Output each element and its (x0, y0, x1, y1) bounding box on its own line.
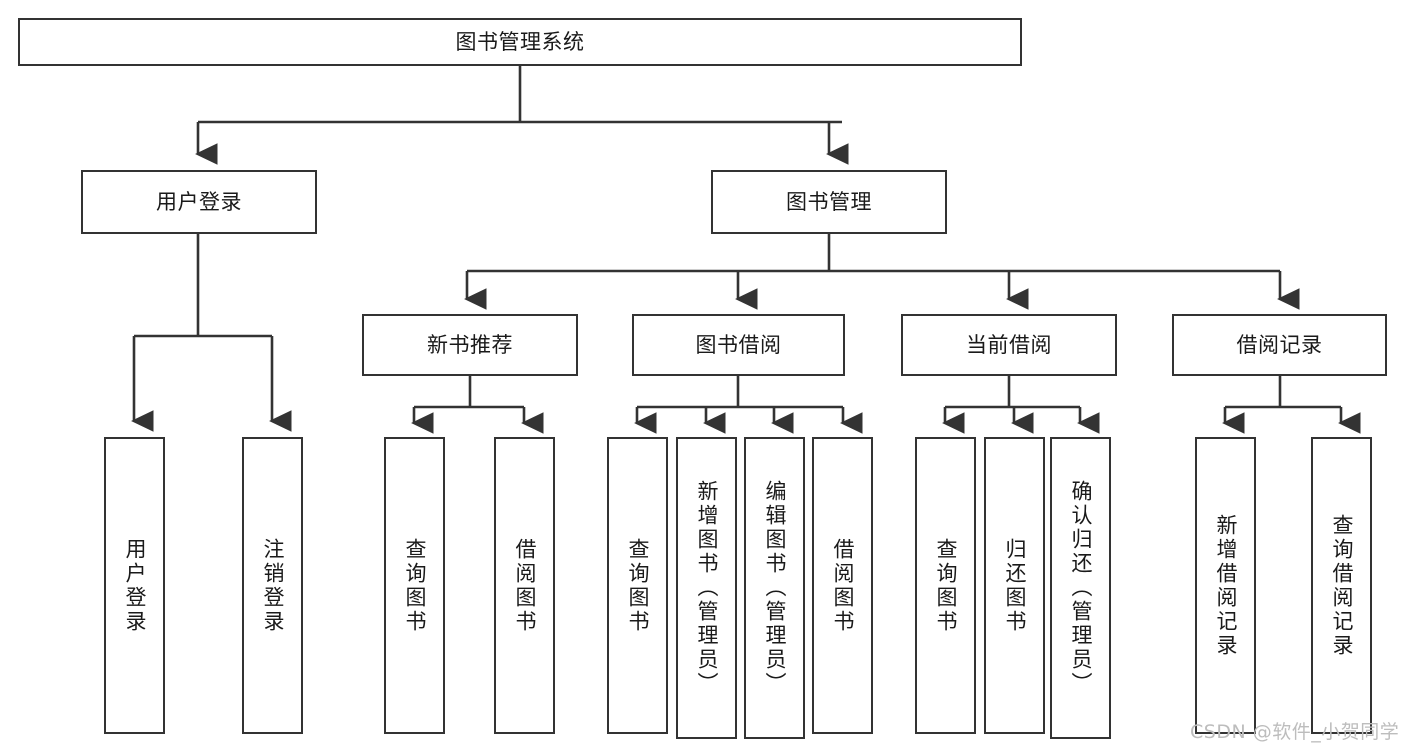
node-leaf-confirm-return-admin[interactable]: 确认归还（管理员） (1050, 437, 1111, 739)
node-user-login-label: 用户登录 (156, 189, 242, 214)
node-leaf-query-book-label: 查询图书 (626, 537, 650, 634)
node-user-login[interactable]: 用户登录 (81, 170, 317, 234)
node-root-system[interactable]: 图书管理系统 (18, 18, 1022, 66)
node-leaf-borrow-book-recommend-label: 借阅图书 (513, 537, 537, 634)
node-leaf-return-book-label: 归还图书 (1003, 537, 1027, 634)
node-leaf-logout[interactable]: 注销登录 (242, 437, 303, 734)
node-current-borrow[interactable]: 当前借阅 (901, 314, 1117, 376)
node-book-borrow-label: 图书借阅 (695, 332, 782, 357)
node-new-book-recommend-label: 新书推荐 (427, 332, 513, 357)
node-new-book-recommend[interactable]: 新书推荐 (362, 314, 578, 376)
node-leaf-add-book-admin[interactable]: 新增图书（管理员） (676, 437, 737, 739)
node-leaf-add-book-admin-label: 新增图书（管理员） (695, 480, 719, 696)
node-leaf-edit-book-admin[interactable]: 编辑图书（管理员） (744, 437, 805, 739)
node-leaf-borrow-book-label: 借阅图书 (831, 537, 855, 634)
node-leaf-user-login[interactable]: 用户登录 (104, 437, 165, 734)
node-leaf-query-book-current[interactable]: 查询图书 (915, 437, 976, 734)
csdn-watermark: CSDN @软件_小贺同学 (1190, 721, 1400, 743)
node-root-system-label: 图书管理系统 (455, 29, 585, 54)
node-leaf-borrow-book-recommend[interactable]: 借阅图书 (494, 437, 555, 734)
node-book-management-label: 图书管理 (786, 189, 872, 214)
node-leaf-query-borrow-record[interactable]: 查询借阅记录 (1311, 437, 1372, 734)
node-leaf-query-book-recommend[interactable]: 查询图书 (384, 437, 445, 734)
node-book-borrow[interactable]: 图书借阅 (632, 314, 845, 376)
node-leaf-query-book-current-label: 查询图书 (934, 537, 958, 634)
node-leaf-confirm-return-admin-label: 确认归还（管理员） (1069, 480, 1093, 696)
node-leaf-user-login-label: 用户登录 (123, 537, 147, 634)
node-leaf-query-book-recommend-label: 查询图书 (403, 537, 427, 634)
node-borrow-record-label: 借阅记录 (1236, 332, 1323, 357)
node-book-management[interactable]: 图书管理 (711, 170, 947, 234)
node-leaf-add-borrow-record-label: 新增借阅记录 (1214, 513, 1238, 658)
node-leaf-borrow-book[interactable]: 借阅图书 (812, 437, 873, 734)
node-leaf-edit-book-admin-label: 编辑图书（管理员） (763, 480, 787, 696)
node-leaf-return-book[interactable]: 归还图书 (984, 437, 1045, 734)
node-leaf-query-borrow-record-label: 查询借阅记录 (1330, 513, 1354, 658)
node-current-borrow-label: 当前借阅 (966, 332, 1052, 357)
node-leaf-query-book[interactable]: 查询图书 (607, 437, 668, 734)
node-leaf-logout-label: 注销登录 (261, 537, 285, 634)
node-leaf-add-borrow-record[interactable]: 新增借阅记录 (1195, 437, 1256, 734)
node-borrow-record[interactable]: 借阅记录 (1172, 314, 1387, 376)
